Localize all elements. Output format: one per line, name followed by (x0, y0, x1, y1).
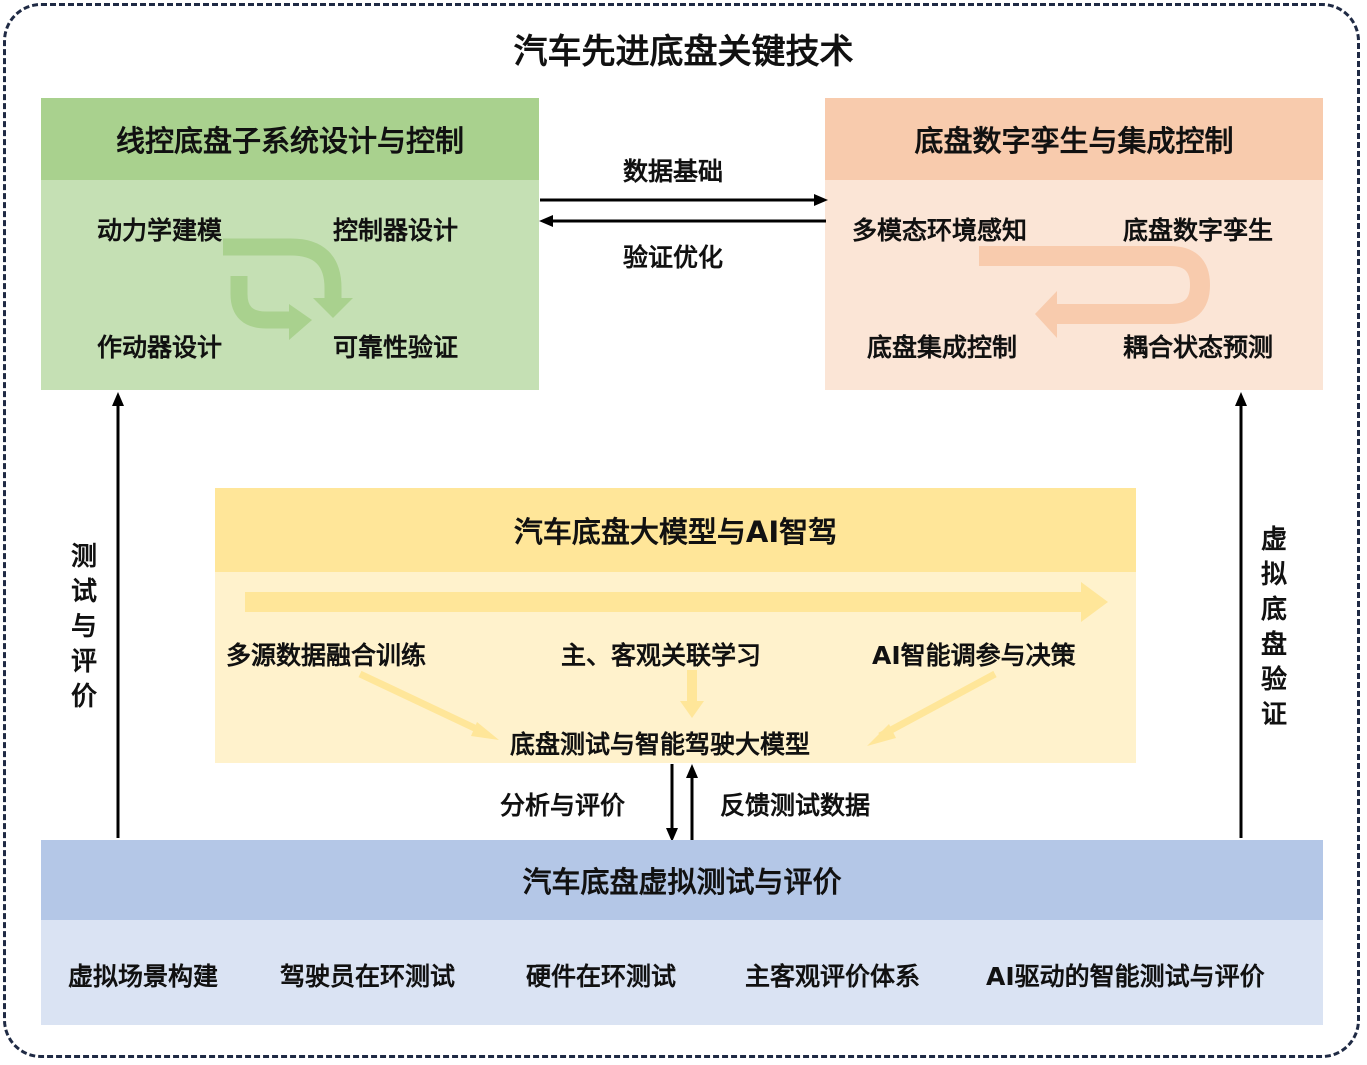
item-evaluation-system: 主客观评价体系 (745, 962, 921, 991)
virtual-test-box: 汽车底盘虚拟测试与评价 虚拟场景构建 驾驶员在环测试 硬件在环测试 主客观评价体… (41, 840, 1323, 1025)
label-virtual-chassis-verification: 虚拟底盘验证 (1260, 525, 1287, 730)
digital-twin-box: 底盘数字孪生与集成控制 多模态环境感知 底盘数字孪生 底盘集成控制 耦合状态预测 (825, 98, 1323, 390)
item-virtual-scene: 虚拟场景构建 (68, 962, 219, 991)
item-subjective-objective-learning: 主、客观关联学习 (561, 641, 762, 670)
dashed-frame (3, 3, 1360, 1058)
virtual-test-body (41, 920, 1323, 1025)
wire-control-header: 线控底盘子系统设计与控制 (41, 98, 539, 180)
diagram-title: 汽车先进底盘关键技术 (513, 32, 854, 72)
cycle-arrow-icon (223, 238, 353, 340)
u-turn-arrow-icon (979, 246, 1211, 338)
label-test-evaluation: 测试与评价 (70, 542, 97, 712)
item-actuator-design: 作动器设计 (97, 333, 223, 362)
item-driver-in-loop: 驾驶员在环测试 (280, 962, 456, 991)
item-hardware-in-loop: 硬件在环测试 (526, 962, 677, 991)
item-dynamics-modeling: 动力学建模 (97, 216, 223, 245)
item-controller-design: 控制器设计 (333, 216, 459, 245)
digital-twin-body (825, 180, 1323, 390)
flow-arrows (245, 582, 1108, 746)
ai-model-box: 汽车底盘大模型与AI智驾 多源数据融合训练 主、客观关联学习 AI智能调参与决策… (215, 488, 1136, 763)
label-analyze-evaluate: 分析与评价 (500, 791, 626, 820)
item-multisource-fusion: 多源数据融合训练 (226, 641, 427, 670)
item-chassis-digital-twin: 底盘数字孪生 (1123, 216, 1274, 245)
virtual-test-header: 汽车底盘虚拟测试与评价 (41, 840, 1323, 920)
item-coupled-state-prediction: 耦合状态预测 (1123, 333, 1274, 362)
item-ai-driven-testing: AI驱动的智能测试与评价 (986, 962, 1265, 991)
wire-control-body (41, 180, 539, 390)
wire-control-box: 线控底盘子系统设计与控制 动力学建模 控制器设计 作动器设计 可靠性验证 (41, 98, 539, 390)
item-chassis-large-model: 底盘测试与智能驾驶大模型 (510, 730, 811, 759)
ai-model-header: 汽车底盘大模型与AI智驾 (215, 488, 1136, 572)
digital-twin-header: 底盘数字孪生与集成控制 (825, 98, 1323, 180)
label-data-basis: 数据基础 (623, 157, 724, 186)
item-ai-tuning-decision: AI智能调参与决策 (872, 641, 1076, 670)
item-multimodal-perception: 多模态环境感知 (852, 216, 1028, 245)
item-integrated-control: 底盘集成控制 (867, 333, 1018, 362)
label-verify-optimize: 验证优化 (623, 243, 724, 272)
item-reliability-verification: 可靠性验证 (333, 333, 459, 362)
label-feedback-test-data: 反馈测试数据 (720, 791, 871, 820)
